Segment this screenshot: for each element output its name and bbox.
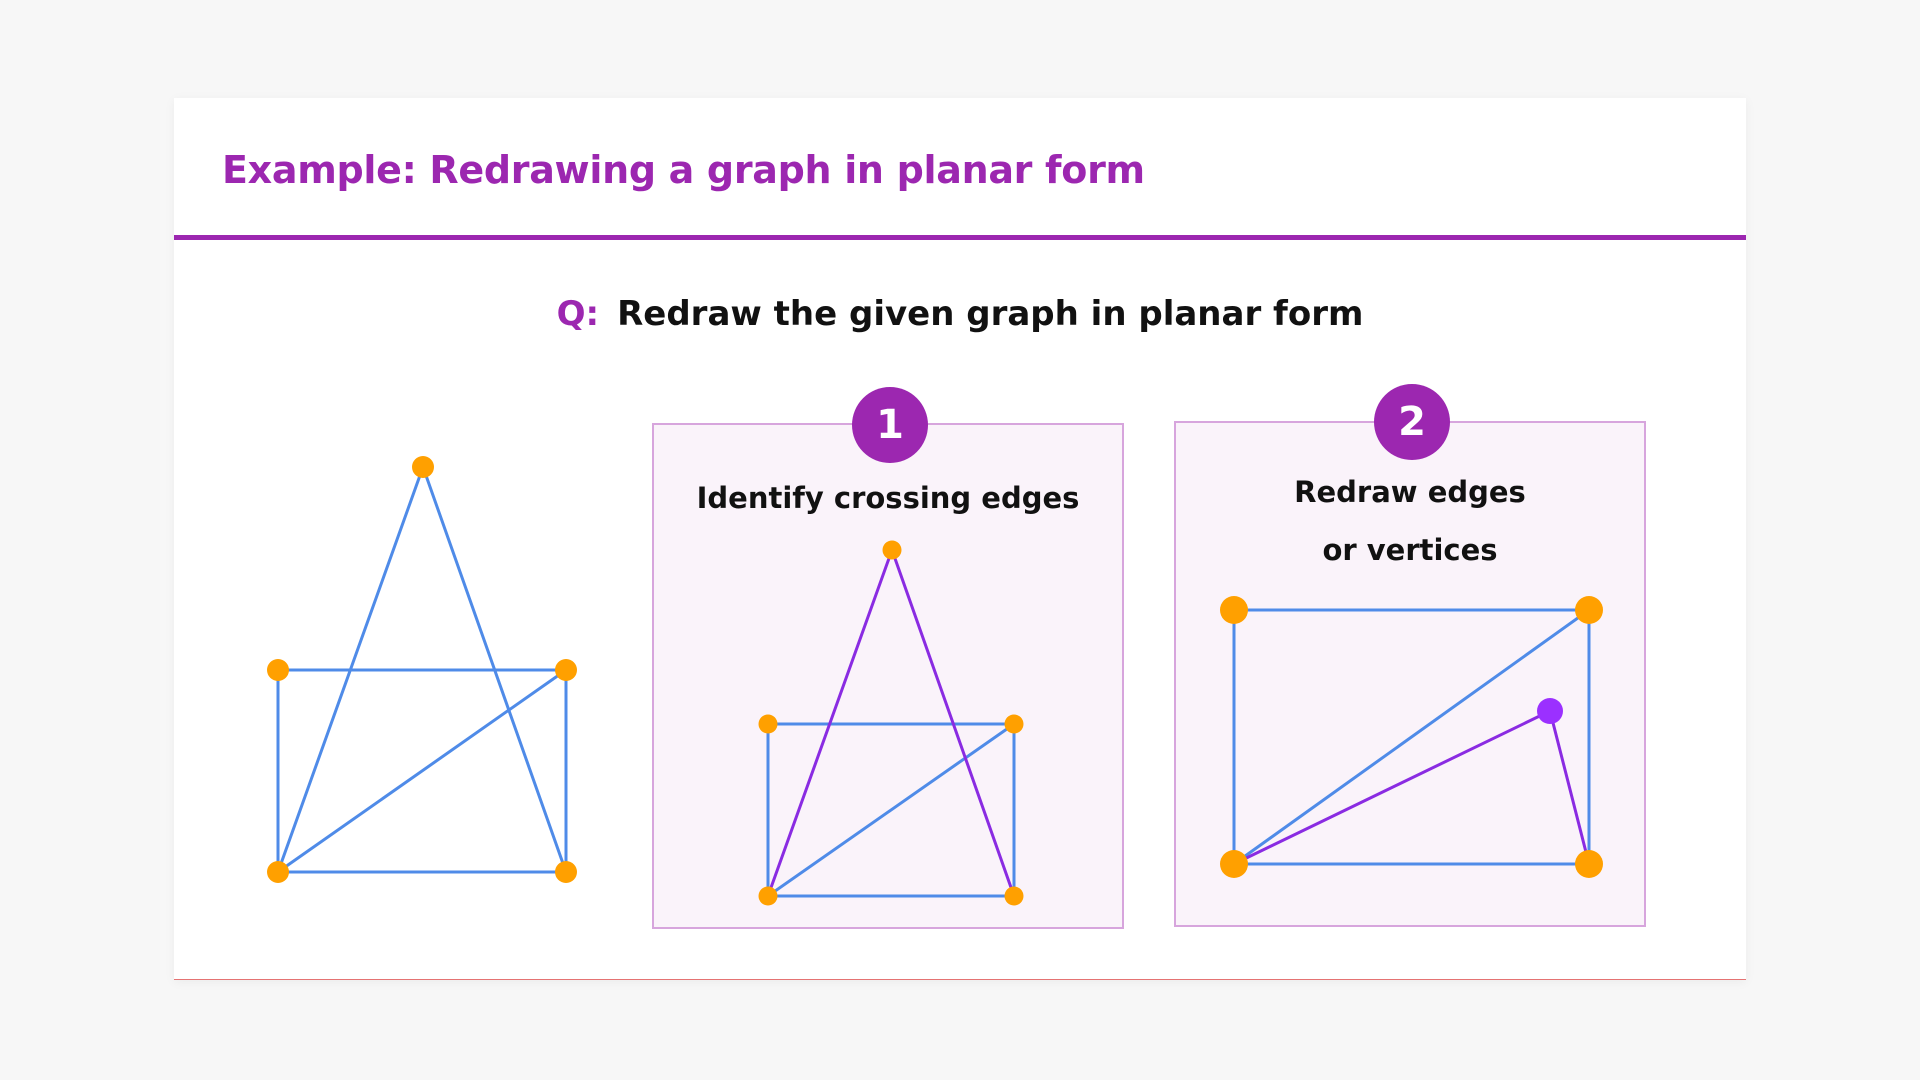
- title-divider: [174, 235, 1746, 240]
- redrawn-edge: [1548, 709, 1591, 866]
- step-2-graph-vertices: [1220, 596, 1603, 878]
- vertex: [882, 540, 902, 560]
- original-graph-vertices: [267, 456, 577, 883]
- edge: [276, 465, 425, 874]
- edge: [766, 722, 1016, 898]
- edge: [276, 668, 568, 874]
- question: Q: Redraw the given graph in planar form: [174, 294, 1746, 334]
- vertex: [1220, 850, 1248, 878]
- step-1-label: Identify crossing edges: [696, 481, 1080, 515]
- vertex: [1220, 596, 1248, 624]
- question-text: Redraw the given graph in planar form: [617, 294, 1364, 334]
- step-1-badge: 1: [852, 387, 928, 463]
- vertex: [412, 456, 434, 478]
- edge: [1232, 608, 1591, 866]
- vertex: [1575, 596, 1603, 624]
- vertex: [758, 714, 778, 734]
- step-1-graph: [758, 540, 1024, 906]
- moved-vertex: [1537, 698, 1563, 724]
- crossing-edge: [766, 548, 894, 898]
- crossing-edge: [890, 548, 1016, 898]
- step-1-graph-vertices: [758, 540, 1024, 906]
- vertex: [1004, 714, 1024, 734]
- step-2-label: Redraw edges or vertices: [1294, 475, 1526, 567]
- vertex: [267, 659, 289, 681]
- step-2-panel: Redraw edges or vertices: [1174, 421, 1646, 927]
- original-graph: [267, 456, 577, 883]
- step-2-graph-edges: [1232, 608, 1591, 866]
- vertex: [555, 659, 577, 681]
- redrawn-edge: [1232, 709, 1552, 866]
- slide-title: Example: Redrawing a graph in planar for…: [222, 148, 1145, 192]
- vertex: [1004, 886, 1024, 906]
- vertex: [555, 861, 577, 883]
- slide: Example: Redrawing a graph in planar for…: [174, 98, 1746, 980]
- step-2-badge: 2: [1374, 384, 1450, 460]
- step-2-graph: [1220, 596, 1603, 878]
- original-graph-edges: [276, 465, 568, 874]
- vertex: [267, 861, 289, 883]
- step-1-graph-edges: [766, 548, 1016, 898]
- vertex: [1575, 850, 1603, 878]
- question-prefix: Q:: [556, 294, 600, 334]
- step-1-panel: Identify crossing edges: [652, 423, 1124, 929]
- slide-bottom-rule: [174, 979, 1746, 980]
- edge: [421, 465, 568, 874]
- vertex: [758, 886, 778, 906]
